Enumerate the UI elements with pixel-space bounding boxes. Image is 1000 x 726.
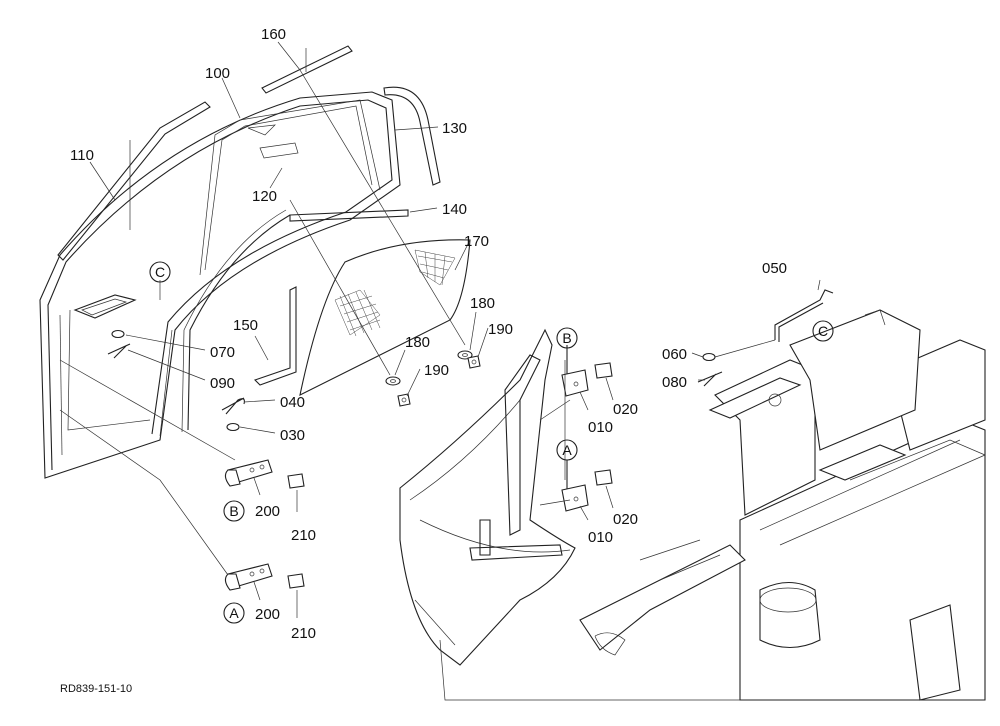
seal-130 — [383, 86, 441, 186]
washer-180b — [385, 376, 401, 386]
fender — [399, 328, 576, 666]
hinge-200a — [224, 459, 273, 487]
label-060: 060 — [662, 346, 687, 363]
frame-arm — [579, 539, 746, 656]
door-frame — [39, 91, 401, 479]
drawing-code: RD839-151-10 — [60, 683, 132, 695]
label-010-lower: 010 — [588, 529, 613, 546]
ref-c-right: C — [812, 320, 834, 342]
ref-c-left: C — [149, 261, 171, 283]
label-050: 050 — [762, 260, 787, 277]
svg-text:A: A — [229, 605, 239, 621]
clip-040 — [221, 397, 245, 415]
label-180-right: 180 — [470, 295, 495, 312]
label-020-lower: 020 — [613, 511, 638, 528]
label-160: 160 — [261, 26, 286, 43]
label-200-lower: 200 — [255, 606, 280, 623]
washer-180a — [457, 350, 473, 360]
label-150: 150 — [233, 317, 258, 334]
label-140: 140 — [442, 201, 467, 218]
handle-plate — [73, 294, 137, 319]
ref-circles: C C B B A A — [149, 261, 834, 624]
label-200-upper: 200 — [255, 503, 280, 520]
svg-text:B: B — [229, 503, 238, 519]
label-190-left: 190 — [424, 362, 449, 379]
label-110: 110 — [70, 147, 94, 164]
washer-070 — [111, 329, 125, 339]
label-020-upper: 020 — [613, 401, 638, 418]
label-100: 100 — [205, 65, 230, 82]
label-180-left: 180 — [405, 334, 430, 351]
hinge-pin-010b — [561, 460, 589, 512]
ref-b-left: B — [223, 500, 245, 522]
washer-060 — [702, 352, 716, 362]
label-170: 170 — [464, 233, 489, 250]
svg-text:A: A — [562, 442, 572, 458]
svg-text:C: C — [155, 264, 165, 280]
bolt-210b — [287, 573, 305, 589]
ref-b-right: B — [556, 327, 578, 349]
pin-090 — [107, 343, 131, 359]
bolt-020a — [594, 362, 613, 379]
label-030: 030 — [280, 427, 305, 444]
label-010-upper: 010 — [588, 419, 613, 436]
rail-140 — [181, 209, 409, 433]
bolt-020b — [594, 469, 613, 486]
cover-panel — [789, 309, 921, 451]
rail-160 — [261, 45, 353, 94]
bolt-190b — [397, 393, 411, 407]
label-190-right: 190 — [488, 321, 513, 338]
label-040: 040 — [280, 394, 305, 411]
label-080: 080 — [662, 374, 687, 391]
seal-110 — [57, 101, 211, 261]
hinge-pin-010a — [561, 345, 589, 397]
label-120: 120 — [252, 188, 277, 205]
label-210-lower: 210 — [291, 625, 316, 642]
part-labels: 160 100 110 130 120 140 170 050 180 190 … — [70, 26, 787, 642]
label-130: 130 — [442, 120, 467, 137]
leader-lines — [59, 41, 821, 701]
svg-text:C: C — [818, 323, 828, 339]
bracket-plate — [708, 359, 816, 516]
frame-base — [739, 339, 986, 701]
window-glass-120 — [247, 124, 299, 159]
strip-150 — [253, 286, 297, 386]
washer-030 — [226, 422, 240, 432]
bolt-190a — [467, 355, 481, 369]
ref-a-left: A — [223, 602, 245, 624]
hinge-200b — [224, 563, 273, 591]
label-090: 090 — [210, 375, 235, 392]
ref-a-right: A — [556, 439, 578, 461]
pin-080 — [697, 371, 723, 387]
rod-050 — [774, 289, 834, 342]
label-210-upper: 210 — [291, 527, 316, 544]
label-070: 070 — [210, 344, 235, 361]
fender-bracket — [469, 354, 563, 561]
svg-text:B: B — [562, 330, 571, 346]
bolt-210a — [287, 473, 305, 489]
